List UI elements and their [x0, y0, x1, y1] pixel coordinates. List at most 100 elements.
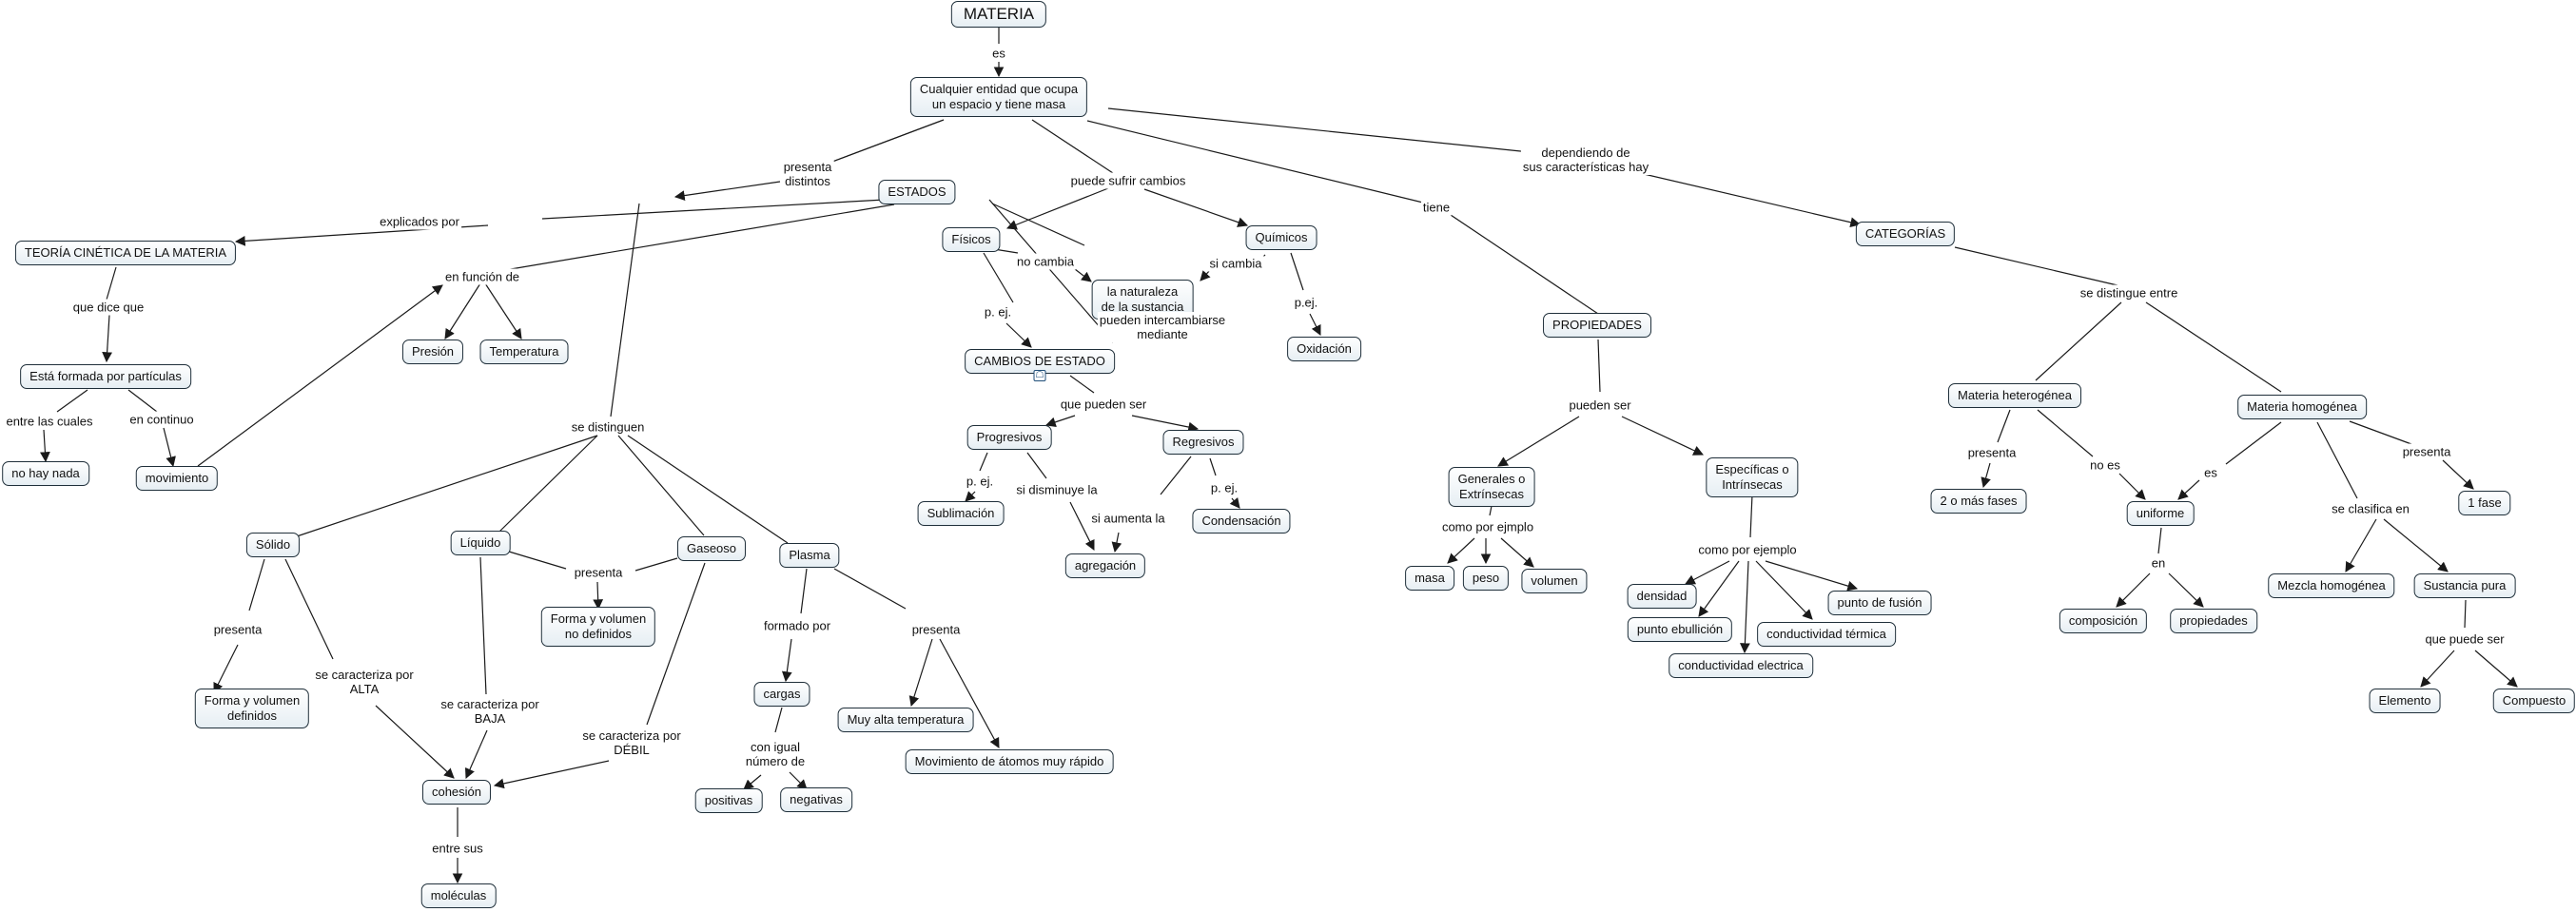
- node-una-fase[interactable]: 1 fase: [2458, 491, 2511, 515]
- connector-line: [1086, 120, 1428, 204]
- node-generales-extrinsecas[interactable]: Generales o Extrínsecas: [1448, 467, 1535, 507]
- node-positivas[interactable]: positivas: [694, 788, 763, 813]
- node-materia-homogenea[interactable]: Materia homogénea: [2237, 395, 2367, 419]
- connector-line: [296, 435, 598, 537]
- node-plasma[interactable]: Plasma: [779, 543, 840, 568]
- connector-line: [1685, 560, 1730, 585]
- node-composicion[interactable]: composición: [2059, 609, 2148, 633]
- node-teoria-cinetica[interactable]: TEORÍA CINÉTICA DE LA MATERIA: [14, 241, 237, 265]
- node-solido[interactable]: Sólido: [245, 533, 301, 557]
- node-sublimacion[interactable]: Sublimación: [917, 501, 1005, 526]
- node-peso[interactable]: peso: [1462, 566, 1510, 591]
- node-cargas[interactable]: cargas: [753, 682, 810, 707]
- node-materia[interactable]: MATERIA: [950, 1, 1047, 28]
- node-liquido[interactable]: Líquido: [450, 531, 511, 555]
- connector-line: [2145, 301, 2282, 393]
- connector-line: [2442, 459, 2474, 490]
- node-presion[interactable]: Presión: [401, 340, 464, 364]
- link-como-por-ejmplo: como por ejmplo: [1439, 518, 1536, 535]
- link-se-clasifica-en: se clasifica en: [2330, 500, 2411, 517]
- node-quimicos[interactable]: Químicos: [1245, 225, 1317, 250]
- link-tiene: tiene: [1420, 199, 1453, 216]
- diagram-icon[interactable]: ☖: [1033, 370, 1046, 381]
- connector-line: [102, 314, 112, 363]
- node-uniforme[interactable]: uniforme: [2126, 501, 2195, 526]
- connector-line: [979, 452, 988, 472]
- node-especificas-intrinsecas[interactable]: Específicas o Intrínsecas: [1706, 457, 1799, 497]
- node-oxidacion[interactable]: Oxidación: [1287, 337, 1361, 361]
- connector-line: [1111, 532, 1122, 553]
- node-gaseoso[interactable]: Gaseoso: [676, 536, 747, 561]
- node-estados[interactable]: ESTADOS: [878, 180, 956, 204]
- connector-line: [498, 435, 598, 533]
- node-punto-ebullicion[interactable]: punto ebullición: [1627, 617, 1733, 642]
- node-movimiento-atomos[interactable]: Movimiento de átomos muy rápido: [905, 749, 1114, 774]
- node-agregacion[interactable]: agregación: [1064, 553, 1146, 578]
- node-negativas[interactable]: negativas: [780, 787, 852, 812]
- node-muy-alta-temperatura[interactable]: Muy alta temperatura: [837, 708, 974, 732]
- connector-line: [2345, 518, 2377, 572]
- connector-line: [789, 771, 808, 790]
- connector-line: [248, 558, 265, 611]
- node-cambios-estado[interactable]: CAMBIOS DE ESTADO: [965, 349, 1115, 374]
- link-se-distinguen: se distinguen: [569, 418, 647, 436]
- node-temperatura[interactable]: Temperatura: [479, 340, 569, 364]
- link-dependiendo-de: dependiendo de sus características hay: [1520, 145, 1651, 175]
- node-progresivos[interactable]: Progresivos: [966, 425, 1052, 450]
- connector-line: [2035, 301, 2122, 381]
- node-condensacion[interactable]: Condensación: [1192, 509, 1291, 534]
- node-materia-heterogenea[interactable]: Materia heterogénea: [1948, 383, 2081, 408]
- connector-line: [673, 181, 781, 201]
- node-forma-volumen-no-definidos[interactable]: Forma y volumen no definidos: [540, 607, 656, 647]
- node-formada-particulas[interactable]: Está formada por partículas: [20, 364, 191, 389]
- link-no-es: no es: [2088, 456, 2122, 474]
- node-volumen[interactable]: volumen: [1521, 569, 1588, 593]
- link-como-por-ejemplo: como por ejemplo: [1696, 541, 1799, 558]
- connector-line: [627, 435, 789, 544]
- connector-line: [1160, 456, 1192, 495]
- connector-line: [965, 491, 976, 502]
- connector-line: [634, 557, 678, 572]
- node-compuesto[interactable]: Compuesto: [2492, 689, 2576, 713]
- node-punto-fusion[interactable]: punto de fusión: [1827, 591, 1932, 615]
- connector-line: [1621, 416, 1704, 456]
- link-con-igual-numero: con igual número de: [743, 739, 808, 769]
- node-cohesion[interactable]: cohesión: [421, 780, 492, 805]
- node-dos-o-mas-fases[interactable]: 2 o más fases: [1930, 489, 2027, 514]
- node-conductividad-termica[interactable]: conductividad térmica: [1757, 622, 1896, 647]
- connector-line: [1497, 416, 1580, 467]
- link-puede-sufrir-cambios: puede sufrir cambios: [1068, 172, 1188, 189]
- connector-line: [2118, 473, 2146, 500]
- node-naturaleza-sustancia[interactable]: la naturaleza de la sustancia: [1091, 280, 1194, 320]
- node-propiedades-uniforme[interactable]: propiedades: [2170, 609, 2257, 633]
- node-cualquier-entidad[interactable]: Cualquier entidad que ocupa un espacio y…: [909, 77, 1088, 117]
- node-no-hay-nada[interactable]: no hay nada: [2, 461, 89, 486]
- link-pueden-intercambiarse: pueden intercambiarse mediante: [1097, 312, 1228, 342]
- connector-line: [1614, 166, 1862, 228]
- connector-line: [1200, 269, 1211, 281]
- node-forma-volumen-definidos[interactable]: Forma y volumen definidos: [194, 689, 310, 728]
- node-propiedades[interactable]: PROPIEDADES: [1543, 313, 1651, 338]
- node-fisicos[interactable]: Físicos: [942, 227, 1001, 252]
- connector-line: [1107, 107, 1558, 156]
- connector-line: [1740, 560, 1750, 654]
- node-categorias[interactable]: CATEGORÍAS: [1855, 222, 1956, 246]
- node-moleculas[interactable]: moléculas: [420, 883, 497, 908]
- connector-line: [1997, 409, 2011, 443]
- connector-line: [1005, 187, 1109, 230]
- node-conductividad-electrica[interactable]: conductividad electrica: [1669, 653, 1813, 678]
- node-masa[interactable]: masa: [1405, 566, 1454, 591]
- connector-line: [908, 638, 933, 708]
- node-sustancia-pura[interactable]: Sustancia pura: [2413, 573, 2516, 598]
- link-p-ej-quimicos: p.ej.: [1292, 294, 1320, 311]
- link-si-cambia: si cambia: [1207, 255, 1264, 272]
- node-movimiento[interactable]: movimiento: [135, 466, 219, 491]
- connector-line: [781, 638, 792, 683]
- node-elemento[interactable]: Elemento: [2369, 689, 2441, 713]
- node-regresivos[interactable]: Regresivos: [1162, 430, 1244, 455]
- link-que-dice-que: que dice que: [70, 299, 146, 316]
- node-mezcla-homogenea[interactable]: Mezcla homogénea: [2268, 573, 2395, 598]
- link-entre-sus: entre sus: [430, 840, 485, 857]
- connector-line: [610, 203, 640, 417]
- node-densidad[interactable]: densidad: [1627, 584, 1697, 609]
